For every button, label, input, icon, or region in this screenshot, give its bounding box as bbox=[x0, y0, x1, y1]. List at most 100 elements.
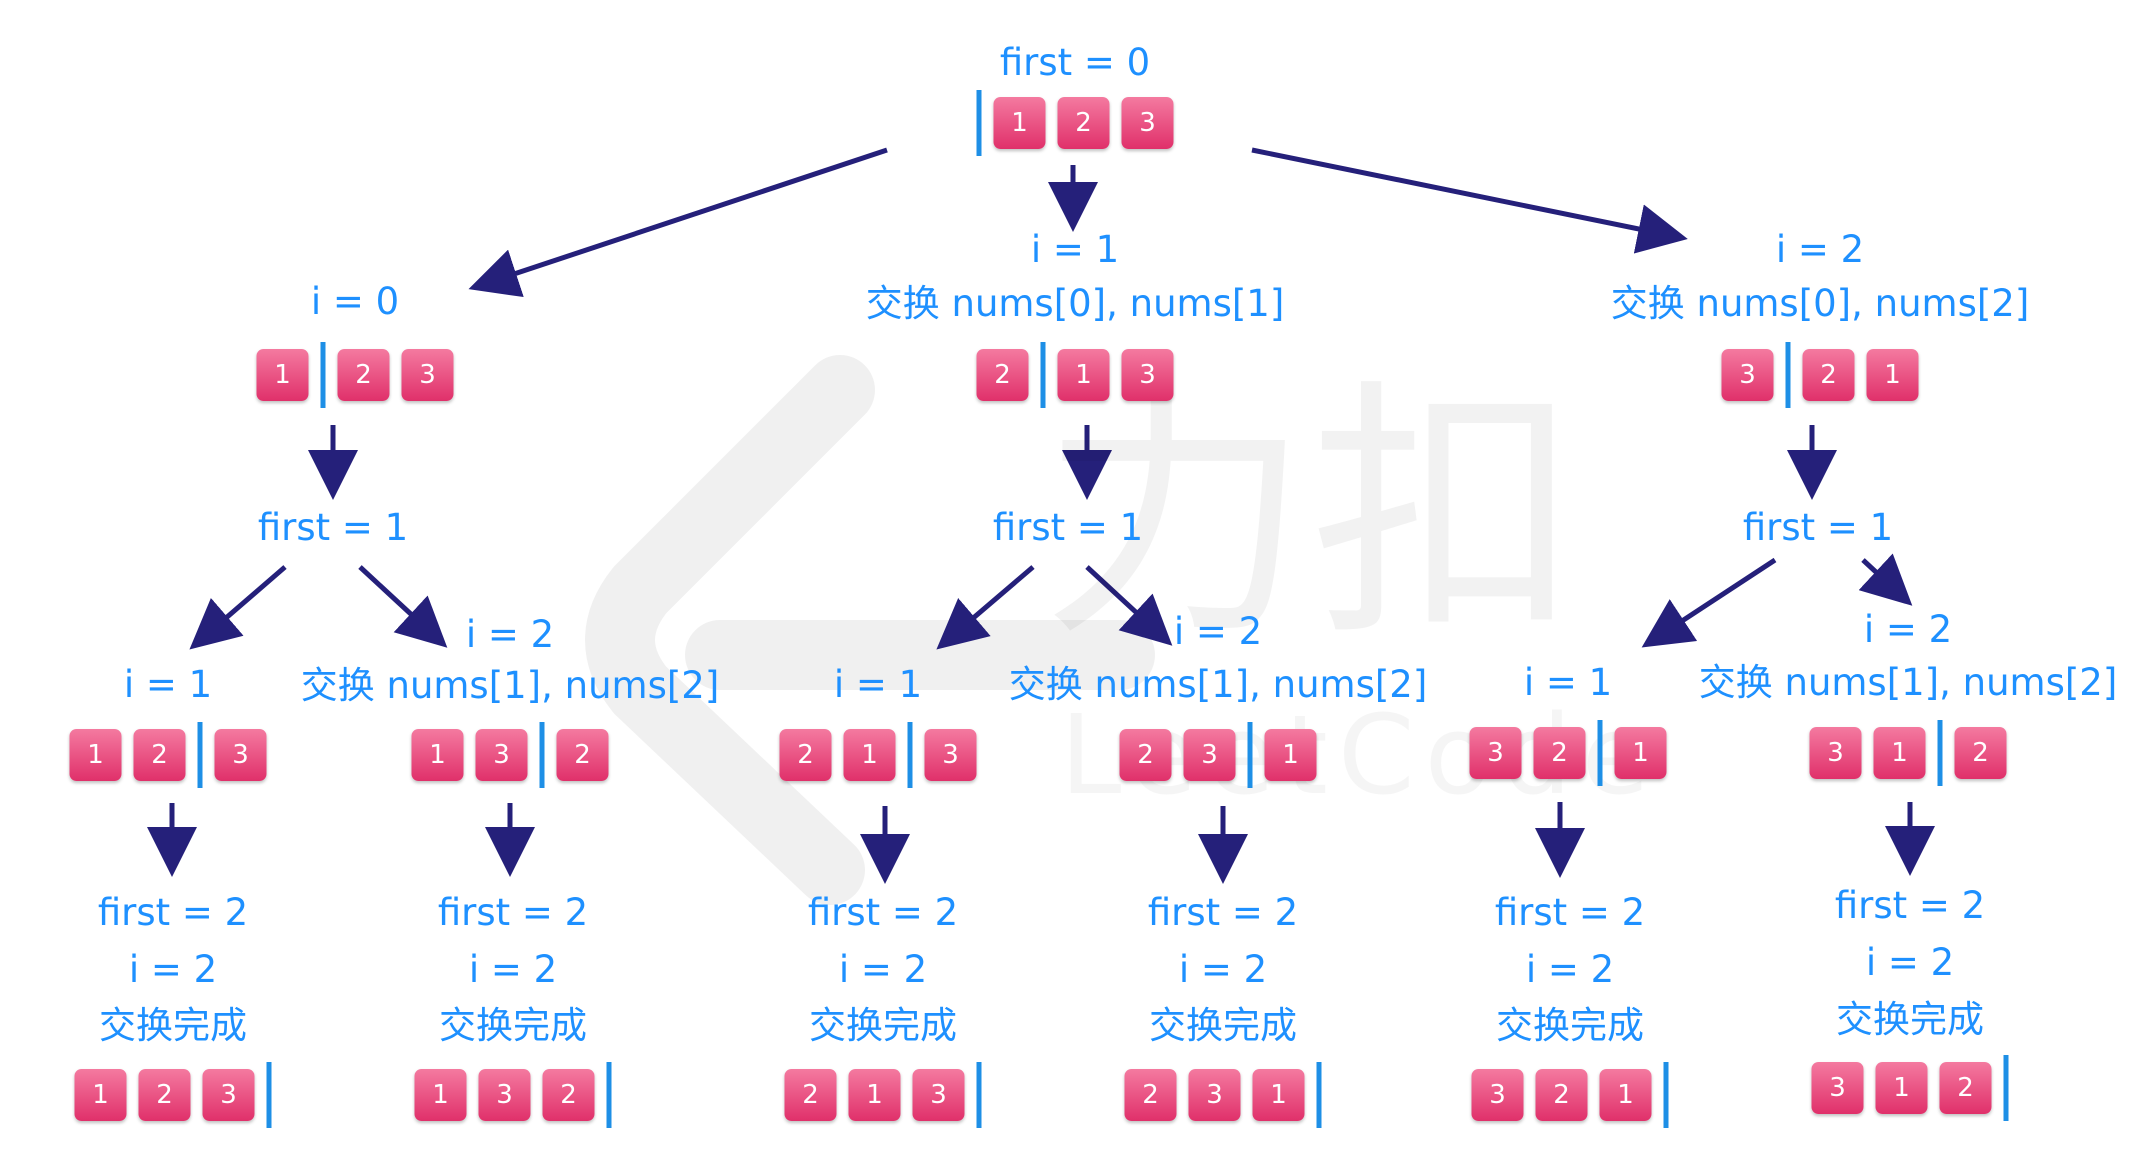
array-cell: 3 bbox=[202, 1069, 255, 1121]
array-cell: 3 bbox=[214, 729, 267, 781]
array-cell: 2 bbox=[1939, 1062, 1992, 1114]
partition-bar bbox=[197, 722, 203, 788]
node-label: first = 2 bbox=[807, 891, 959, 934]
node-label: i = 2 bbox=[1865, 941, 1955, 984]
edge-arrow-n-b-first-to-n-b1 bbox=[936, 565, 1035, 650]
node-label: i = 2 bbox=[1525, 948, 1615, 991]
partition-bar bbox=[1040, 342, 1046, 408]
node-label: i = 1 bbox=[1523, 661, 1613, 704]
node-label: 交换完成 bbox=[439, 1004, 587, 1047]
array-cell: 1 bbox=[256, 349, 309, 401]
array-cell: 1 bbox=[1057, 349, 1110, 401]
array-cell: 3 bbox=[1183, 729, 1236, 781]
partition-bar bbox=[976, 90, 982, 156]
array-cell: 2 bbox=[138, 1069, 191, 1121]
array-cell: 1 bbox=[1252, 1069, 1305, 1121]
node-label: first = 2 bbox=[1494, 891, 1646, 934]
node-label: 交换 nums[1], nums[2] bbox=[1008, 663, 1428, 706]
node-label: first = 2 bbox=[97, 891, 249, 934]
edge-arrow-n-a-first-to-n-a1 bbox=[189, 565, 287, 650]
array-cell: 3 bbox=[1471, 1069, 1524, 1121]
array-cell: 3 bbox=[1811, 1062, 1864, 1114]
node-label: first = 1 bbox=[992, 506, 1144, 549]
partition-bar bbox=[1785, 342, 1791, 408]
array-cell: 2 bbox=[1535, 1069, 1588, 1121]
array-cell: 2 bbox=[1124, 1069, 1177, 1121]
node-label: i = 1 bbox=[833, 663, 923, 706]
array-cell: 1 bbox=[411, 729, 464, 781]
array-cell: 3 bbox=[1188, 1069, 1241, 1121]
array-cell: 1 bbox=[414, 1069, 467, 1121]
array-cell: 3 bbox=[924, 729, 977, 781]
node-label: i = 2 bbox=[838, 948, 928, 991]
node-label: first = 2 bbox=[1834, 884, 1986, 927]
array-cell: 2 bbox=[337, 349, 390, 401]
array-cell: 1 bbox=[1873, 727, 1926, 779]
array-cell: 1 bbox=[1264, 729, 1317, 781]
node-label: i = 2 bbox=[1775, 228, 1865, 271]
edge-arrow-n-c-first-to-n-c1 bbox=[1641, 557, 1777, 648]
array-cell: 2 bbox=[1802, 349, 1855, 401]
array-cell: 1 bbox=[1614, 727, 1667, 779]
array-cell: 1 bbox=[993, 97, 1046, 149]
array-cell: 1 bbox=[843, 729, 896, 781]
node-label: i = 0 bbox=[310, 280, 400, 323]
array-cell: 3 bbox=[1121, 349, 1174, 401]
node-label: i = 2 bbox=[1178, 948, 1268, 991]
node-label: i = 1 bbox=[1030, 228, 1120, 271]
array-cell: 2 bbox=[556, 729, 609, 781]
partition-bar bbox=[1937, 720, 1943, 786]
array-cell: 1 bbox=[74, 1069, 127, 1121]
array-cell: 2 bbox=[784, 1069, 837, 1121]
partition-bar bbox=[539, 722, 545, 788]
array-cell: 3 bbox=[401, 349, 454, 401]
node-label: i = 2 bbox=[1863, 608, 1953, 651]
node-label: 交换完成 bbox=[809, 1004, 957, 1047]
array-cell: 1 bbox=[1866, 349, 1919, 401]
array-cell: 2 bbox=[133, 729, 186, 781]
node-label: first = 1 bbox=[1742, 506, 1894, 549]
array-cell: 3 bbox=[912, 1069, 965, 1121]
array-cell: 2 bbox=[1057, 97, 1110, 149]
node-label: i = 2 bbox=[128, 948, 218, 991]
node-label: 交换完成 bbox=[1149, 1004, 1297, 1047]
node-label: first = 2 bbox=[437, 891, 589, 934]
edge-arrow-n-b-first-to-n-b2 bbox=[1085, 565, 1173, 646]
node-label: 交换 nums[0], nums[1] bbox=[865, 282, 1285, 325]
array-cell: 2 bbox=[1954, 727, 2007, 779]
partition-bar bbox=[1663, 1062, 1669, 1128]
node-label: 交换 nums[1], nums[2] bbox=[300, 664, 720, 707]
array-cell: 1 bbox=[1599, 1069, 1652, 1121]
node-label: first = 2 bbox=[1147, 891, 1299, 934]
node-label: i = 2 bbox=[468, 948, 558, 991]
partition-bar bbox=[266, 1062, 272, 1128]
node-label: first = 1 bbox=[257, 506, 409, 549]
array-cell: 3 bbox=[1469, 727, 1522, 779]
array-cell: 3 bbox=[1721, 349, 1774, 401]
partition-bar bbox=[1247, 722, 1253, 788]
array-cell: 3 bbox=[1121, 97, 1174, 149]
node-label: i = 2 bbox=[465, 613, 555, 656]
edge-arrow-root-to-n-a bbox=[468, 147, 888, 298]
array-cell: 2 bbox=[1533, 727, 1586, 779]
array-cell: 2 bbox=[542, 1069, 595, 1121]
partition-bar bbox=[320, 342, 326, 408]
leetcode-logo-icon bbox=[585, 355, 1155, 905]
partition-bar bbox=[976, 1062, 982, 1128]
